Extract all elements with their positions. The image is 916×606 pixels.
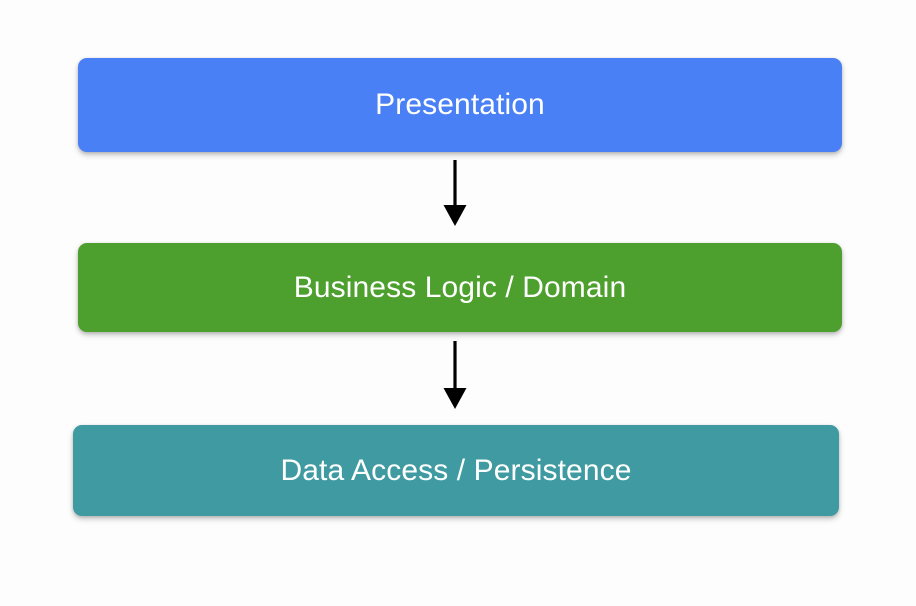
- layer-box-presentation[interactable]: Presentation: [78, 58, 842, 152]
- arrow-business-logic-to-data-access: [431, 341, 479, 411]
- arrow-down-icon: [443, 160, 467, 226]
- layer-label-data-access: Data Access / Persistence: [280, 453, 632, 487]
- layer-label-business-logic: Business Logic / Domain: [293, 270, 627, 304]
- layer-box-data-access[interactable]: Data Access / Persistence: [73, 425, 839, 516]
- layer-box-business-logic[interactable]: Business Logic / Domain: [78, 243, 842, 332]
- layer-label-presentation: Presentation: [375, 88, 545, 121]
- arrow-presentation-to-business-logic: [431, 160, 479, 228]
- arrow-down-icon: [443, 341, 467, 409]
